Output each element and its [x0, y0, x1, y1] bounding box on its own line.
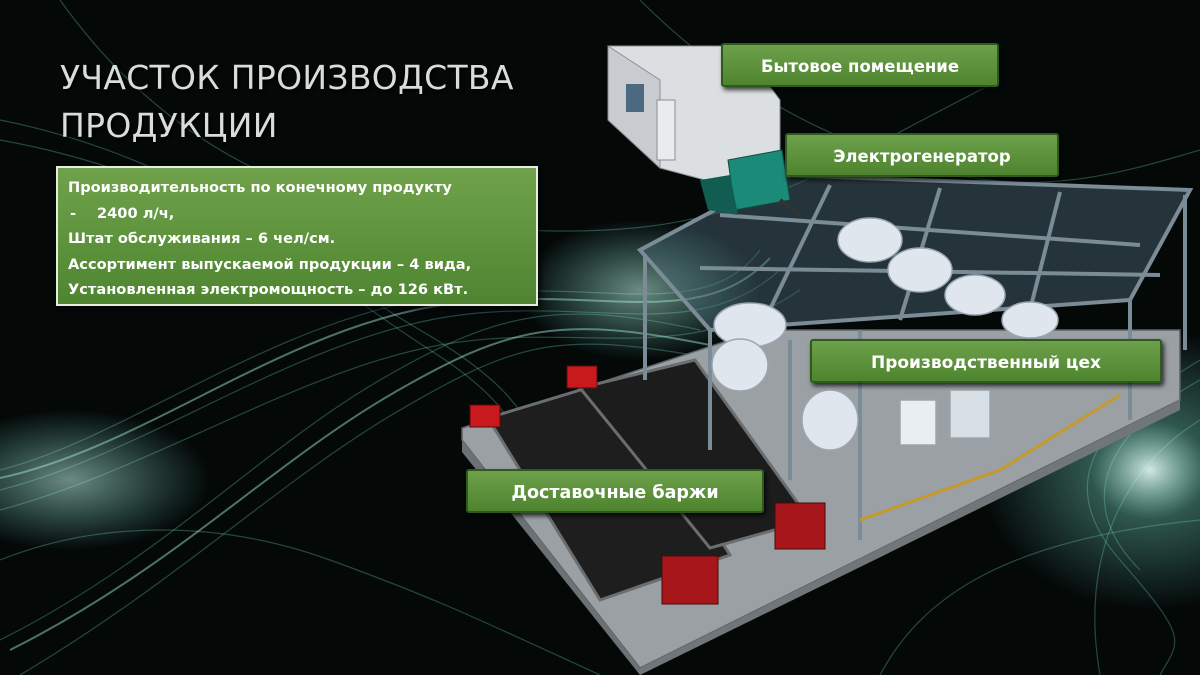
tanks — [711, 217, 1059, 451]
spec-line-capacity: Производительность по конечному продукту — [68, 179, 452, 196]
cabin-window — [626, 84, 644, 112]
spec-line-power: Установленная электромощность – до 126 к… — [68, 281, 469, 298]
specs-info-box: Производительность по конечному продукту… — [56, 166, 538, 306]
slide-title-line-1: УЧАСТОК ПРОИЗВОДСТВА — [60, 58, 514, 97]
spec-line-assortment: Ассортимент выпускаемой продукции – 4 ви… — [68, 255, 472, 273]
slide-title: УЧАСТОК ПРОИЗВОДСТВА ПРОДУКЦИИ — [60, 54, 560, 150]
red-engine-icon — [774, 502, 826, 550]
label-production-workshop: Производственный цех — [810, 339, 1162, 383]
red-pump-icon — [566, 365, 598, 389]
label-delivery-barges: Доставочные баржи — [466, 469, 764, 513]
red-engine-icon — [661, 555, 719, 605]
spec-capacity-value: 2400 л/ч, — [97, 204, 175, 222]
label-household-room: Бытовое помещение — [721, 43, 999, 87]
cabin-door — [656, 99, 676, 161]
red-pump-icon — [469, 404, 501, 428]
spec-line-staff: Штат обслуживания – 6 чел/см. — [68, 230, 336, 247]
label-generator: Электрогенератор — [785, 133, 1059, 177]
handrail — [859, 393, 1121, 522]
bullet-dash: - — [70, 204, 77, 222]
spec-line-capacity-value: - 2400 л/ч, — [68, 201, 536, 227]
generator — [700, 149, 802, 217]
slide-title-line-2: ПРОДУКЦИИ — [60, 106, 278, 145]
